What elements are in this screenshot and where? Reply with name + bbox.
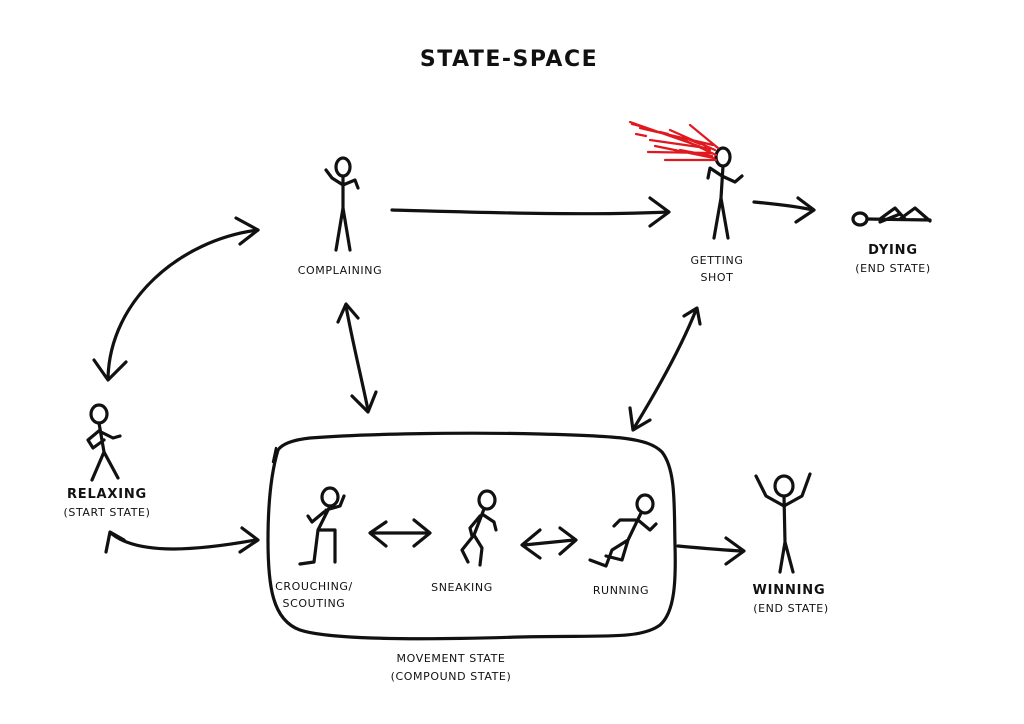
svg-text:SCOUTING: SCOUTING (283, 597, 346, 610)
arrow-movement-winning (676, 536, 746, 566)
diagram-title: STATE-SPACE (420, 47, 598, 72)
complaining-figure (324, 156, 360, 252)
movement-state-box (266, 431, 677, 641)
dying-label: DYING (END STATE) (855, 243, 931, 275)
sneaking-label: SNEAKING (431, 581, 493, 594)
crouching-figure (298, 486, 346, 566)
svg-text:RELAXING: RELAXING (67, 487, 147, 502)
svg-text:DYING: DYING (868, 243, 918, 258)
getting-shot-label: GETTING SHOT (691, 254, 744, 284)
blood-splatter (628, 120, 720, 162)
crouching-label: CROUCHING/ SCOUTING (275, 580, 353, 610)
arrow-complaining-movement (336, 302, 378, 414)
svg-text:(START STATE): (START STATE) (63, 506, 150, 519)
winning-figure (754, 472, 812, 574)
svg-text:(END STATE): (END STATE) (753, 602, 829, 615)
arrow-relaxing-movement (104, 526, 260, 554)
complaining-label: COMPLAINING (298, 264, 382, 277)
svg-text:WINNING: WINNING (753, 583, 826, 598)
running-label: RUNNING (593, 584, 649, 597)
arrow-sneaking-running (520, 526, 578, 560)
svg-text:CROUCHING/: CROUCHING/ (275, 580, 353, 593)
svg-text:(COMPOUND STATE): (COMPOUND STATE) (391, 670, 512, 683)
arrow-complaining-gettingshot (390, 196, 671, 228)
movement-state-label: MOVEMENT STATE (COMPOUND STATE) (391, 652, 512, 683)
getting-shot-figure (706, 146, 744, 240)
relaxing-figure (86, 403, 122, 482)
winning-label: WINNING (END STATE) (753, 583, 829, 615)
svg-text:RUNNING: RUNNING (593, 584, 649, 597)
sneaking-figure (460, 489, 498, 567)
svg-text:SNEAKING: SNEAKING (431, 581, 493, 594)
arrow-gettingshot-movement (628, 306, 702, 432)
svg-text:SHOT: SHOT (700, 271, 733, 284)
arrow-crouching-sneaking (368, 518, 432, 548)
relaxing-label: RELAXING (START STATE) (63, 487, 150, 519)
dying-figure (851, 206, 932, 227)
svg-text:(END STATE): (END STATE) (855, 262, 931, 275)
svg-text:GETTING: GETTING (691, 254, 744, 267)
svg-text:COMPLAINING: COMPLAINING (298, 264, 382, 277)
arrow-gettingshot-dying (752, 196, 816, 224)
running-figure (588, 493, 658, 568)
arrow-complaining-relaxing (92, 216, 260, 382)
svg-text:MOVEMENT STATE: MOVEMENT STATE (397, 652, 506, 665)
